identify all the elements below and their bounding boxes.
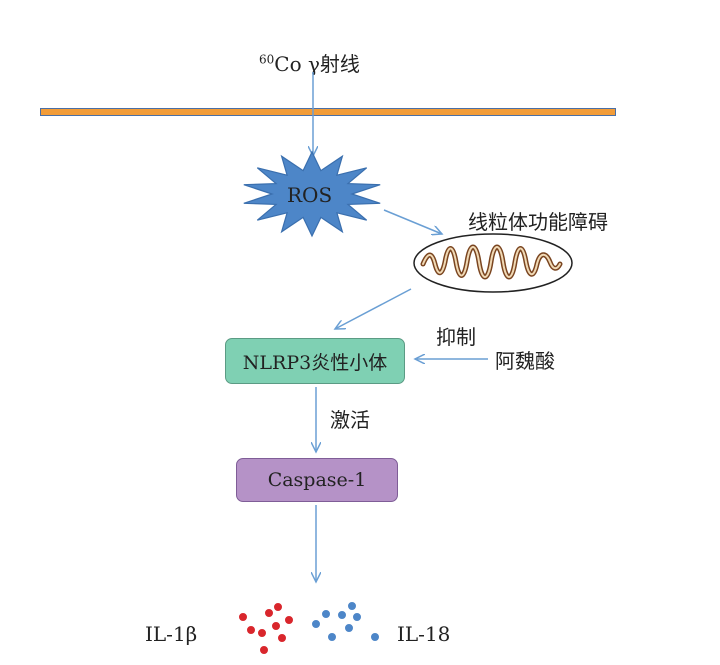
cell-membrane xyxy=(40,108,616,116)
caspase-1-label: Caspase-1 xyxy=(267,469,367,491)
il1b-dots xyxy=(238,602,294,655)
arrow-ros-to-mitochondria xyxy=(383,209,442,234)
radiation-source-label: 60Co γ射线 xyxy=(259,48,360,77)
isotope-mass-number: 60 xyxy=(259,52,275,67)
il-1beta-label: IL-1β xyxy=(145,622,198,646)
inhibit-label: 抑制 xyxy=(436,325,476,349)
mitochondrion-icon xyxy=(413,233,573,293)
mitochondrial-dysfunction-label: 线粒体功能障碍 xyxy=(468,210,608,234)
arrow-mitochondria-to-nlrp3 xyxy=(335,288,412,329)
ros-label: ROS xyxy=(287,183,333,207)
il18-dots xyxy=(311,601,380,642)
il-18-label: IL-18 xyxy=(397,622,451,646)
radiation-text: Co γ射线 xyxy=(274,52,360,76)
caspase-1-box: Caspase-1 xyxy=(236,458,398,502)
activate-label: 激活 xyxy=(330,408,370,432)
nlrp3-inflammasome-box: NLRP3炎性小体 xyxy=(225,338,405,384)
ferulic-acid-label: 阿魏酸 xyxy=(495,349,555,373)
ros-star-shape xyxy=(243,150,381,238)
nlrp3-label: NLRP3炎性小体 xyxy=(242,351,388,374)
